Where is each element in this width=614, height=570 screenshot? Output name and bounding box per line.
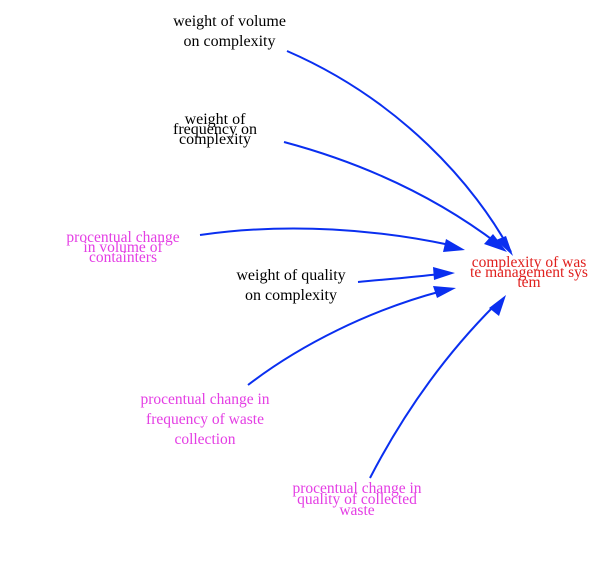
arrowhead-weight-volume — [496, 236, 513, 256]
node-weight-of-volume-on-complexity: weight of volume on complexity — [162, 12, 297, 52]
arrowhead-change-frequency — [433, 286, 456, 298]
node-label-line: procentual change in — [292, 480, 422, 497]
node-label-line: waste — [339, 502, 375, 519]
node-weight-of-frequency-on-complexity: weight of frequency on complexity — [160, 111, 270, 148]
node-label-line: on complexity — [183, 33, 276, 50]
arrowhead-weight-quality — [433, 267, 455, 280]
node-label-line: containters — [88, 249, 157, 266]
node-label-line: on complexity — [245, 287, 337, 304]
node-label-line: te management sys — [470, 264, 588, 281]
arrow-change-quality-to-complexity — [369, 304, 496, 479]
node-procentual-change-in-volume-of-containters: procentual change in volume of containte… — [48, 229, 198, 266]
arrow-weight-quality-to-complexity — [357, 273, 441, 283]
node-label-line: weight of quality — [236, 267, 346, 284]
node-label-line: complexity of was — [471, 254, 587, 271]
node-label-line: in volume of — [83, 239, 163, 256]
node-label-line: frequency on — [173, 121, 257, 138]
node-label-line: weight of — [184, 111, 246, 128]
node-complexity-of-waste-management-system: complexity of was te management sys tem — [458, 254, 600, 291]
arrow-weight-volume-to-complexity — [286, 50, 512, 253]
node-label-line: tem — [517, 274, 541, 291]
node-label-line: complexity — [179, 131, 251, 148]
arrowhead-change-quality — [489, 295, 506, 316]
node-label-line: frequency of waste — [146, 411, 264, 428]
node-procentual-change-in-frequency-of-waste-collection: procentual change in frequency of waste … — [120, 390, 290, 450]
node-label-line: weight of volume — [173, 13, 286, 30]
node-label-line: quality of collected — [297, 491, 417, 508]
node-label-line: procentual change — [66, 229, 180, 246]
node-weight-of-quality-on-complexity: weight of quality on complexity — [222, 266, 360, 306]
arrow-change-frequency-to-complexity — [247, 290, 443, 386]
arrowhead-change-volume — [443, 239, 465, 252]
node-label-line: procentual change in — [140, 391, 270, 408]
arrowhead-weight-frequency — [484, 234, 507, 252]
node-procentual-change-in-quality-of-collected-waste: procentual change in quality of collecte… — [272, 480, 442, 519]
arrow-change-volume-to-complexity — [199, 227, 451, 246]
node-label-line: collection — [174, 431, 236, 448]
arrow-weight-frequency-to-complexity — [283, 141, 499, 245]
